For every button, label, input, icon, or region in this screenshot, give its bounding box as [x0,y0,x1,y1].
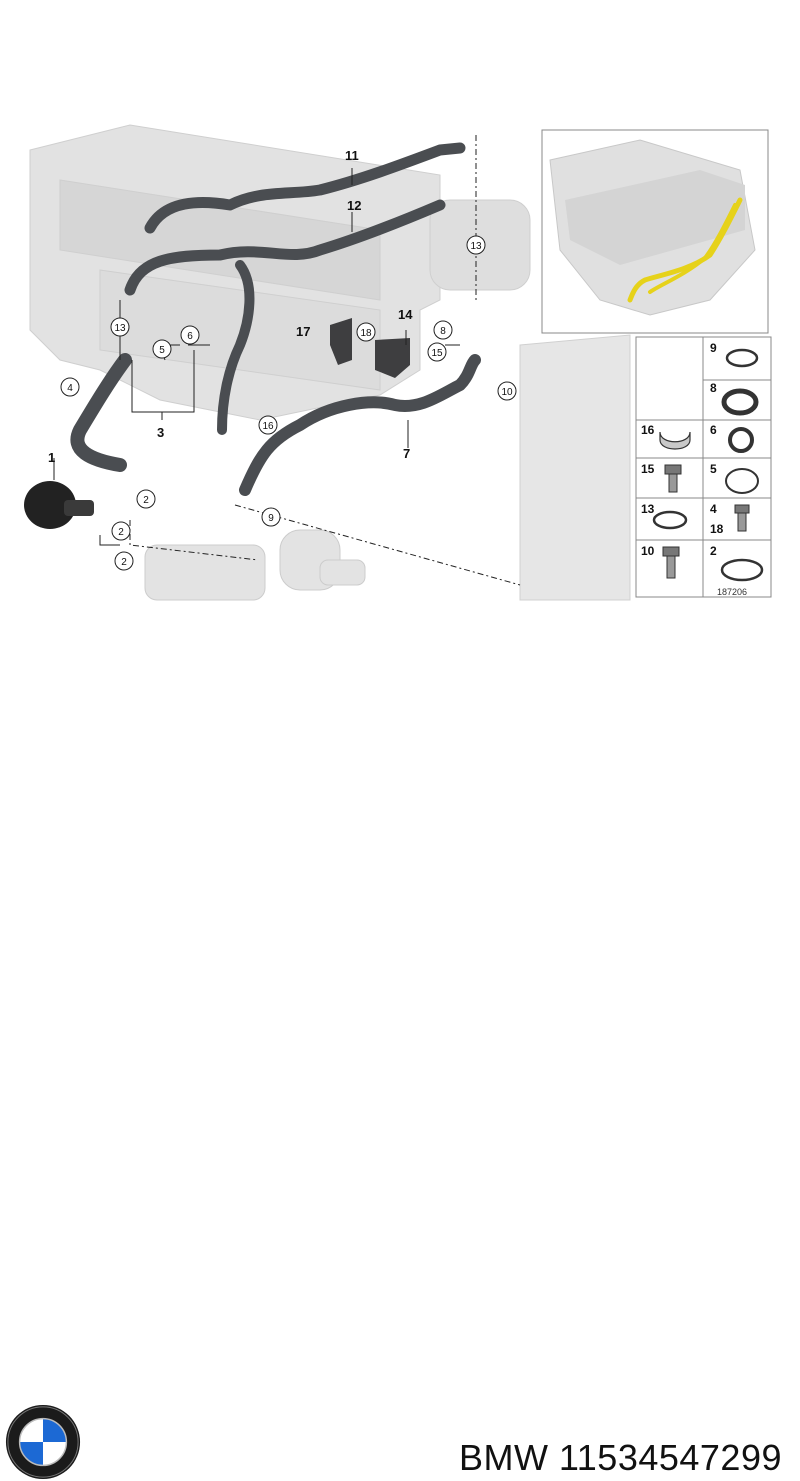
clamp-2-icon [720,558,764,582]
part-number-text: BMW 11534547299 [458,1437,782,1478]
hose-11 [144,142,466,234]
circled-8: 8 [440,326,446,337]
legend-4: 4 [710,502,717,516]
legend-5: 5 [710,462,717,476]
seal-8-icon [721,388,759,416]
oring-5-icon [725,468,759,494]
clip-16-icon [659,431,691,450]
circled-13-b: 13 [114,323,126,334]
bmw-logo-icon [5,1404,81,1480]
radiator-ghost [519,334,631,601]
bolt-10-icon [662,546,680,579]
callout-17: 17 [296,324,310,339]
parts-legend-grid [635,336,772,598]
circled-9: 9 [268,513,274,524]
circled-2-b: 2 [118,527,124,538]
legend-part-glyphs [652,348,764,582]
legend-18: 18 [710,522,724,536]
bolt-15-icon [664,464,682,493]
bracket-parts [330,318,410,378]
thermostat-part [24,481,94,529]
legend-2: 2 [710,544,717,558]
legend-15: 15 [641,462,655,476]
hose-3-branch [217,260,255,435]
hose-4 [70,353,132,472]
legend-6: 6 [710,423,717,437]
callout-3: 3 [157,425,164,440]
bolt-4-18-icon [734,504,750,532]
circled-2-a: 2 [143,495,149,506]
callout-7: 7 [403,446,410,461]
figure-number: 187206 [717,587,747,597]
circled-16: 16 [262,421,274,432]
hose-12 [124,199,446,296]
highlighted-pipe [627,197,743,303]
circled-13-a: 13 [470,241,482,252]
circled-4: 4 [67,383,73,394]
legend-9: 9 [710,341,717,355]
legend-13: 13 [641,502,655,516]
footer: BMW 11534547299 [0,700,800,1480]
clamp-9-icon [725,348,759,368]
inset-engine-overview [541,129,769,334]
parts-diagram: 11 12 14 17 1 3 7 13 13 6 5 4 18 15 8 10… [24,124,772,601]
circled-18: 18 [360,328,372,339]
hoses [70,142,481,496]
legend-10: 10 [641,544,655,558]
water-pump-ghost [144,529,366,601]
circled-5: 5 [159,345,165,356]
callout-14: 14 [398,307,413,322]
legend-16: 16 [641,423,655,437]
circled-callouts [60,235,517,571]
clamp-13-icon [652,510,688,530]
hose-7 [239,354,481,496]
callout-12: 12 [347,198,361,213]
callout-11: 11 [345,148,359,163]
callout-1: 1 [48,450,55,465]
legend-8: 8 [710,381,717,395]
engine-block-ghost [29,124,531,421]
circled-2-c: 2 [121,557,127,568]
gasket-6-icon [728,427,754,453]
circled-10: 10 [501,387,513,398]
circled-6: 6 [187,331,193,342]
circled-15: 15 [431,348,443,359]
